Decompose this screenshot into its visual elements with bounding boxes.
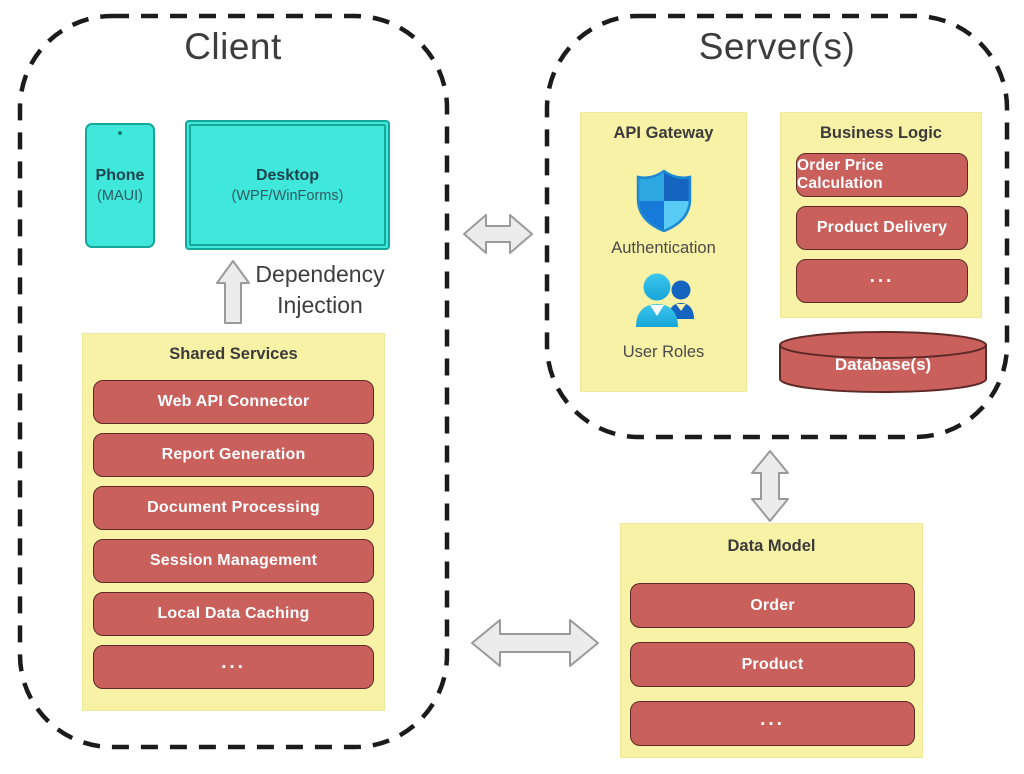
shared-service-item: Report Generation: [93, 433, 374, 477]
up-arrow-icon: [216, 260, 250, 324]
business-logic-item: Product Delivery: [796, 206, 968, 250]
desktop-screen: Desktop (WPF/WinForms): [189, 124, 386, 246]
phone-sublabel: (MAUI): [97, 188, 143, 204]
server-datamodel-double-arrow-icon: [751, 450, 789, 522]
data-model-title: Data Model: [727, 537, 816, 555]
users-icon: [636, 273, 694, 327]
client-datamodel-double-arrow-icon: [471, 619, 599, 667]
data-model-item-more: ...: [630, 701, 915, 746]
business-logic-panel: Business Logic Order Price Calculation P…: [780, 112, 982, 318]
client-container-border: [17, 13, 450, 750]
database-cylinder-icon: [779, 331, 987, 393]
dependency-injection-label: Dependency Injection: [250, 259, 390, 321]
shared-service-item: Session Management: [93, 539, 374, 583]
authentication-label: Authentication: [611, 239, 716, 257]
shared-services-title: Shared Services: [169, 345, 298, 363]
api-gateway-panel: API Gateway Authentication: [580, 112, 747, 392]
phone-label: Phone: [95, 167, 145, 184]
data-model-item: Order: [630, 583, 915, 628]
shared-services-panel: Shared Services Web API Connector Report…: [82, 333, 385, 711]
shield-icon: [636, 169, 692, 233]
server-title: Server(s): [698, 26, 856, 67]
desktop-sublabel: (WPF/WinForms): [231, 187, 344, 204]
dependency-injection-line2: Injection: [277, 292, 363, 318]
server-container-border: [544, 13, 1010, 440]
shared-service-item-more: ...: [93, 645, 374, 689]
business-logic-title: Business Logic: [820, 124, 942, 142]
desktop-box: Desktop (WPF/WinForms): [185, 120, 390, 250]
phone-box: Phone (MAUI): [85, 123, 155, 248]
business-logic-item-more: ...: [796, 259, 968, 303]
business-logic-item: Order Price Calculation: [796, 153, 968, 197]
data-model-panel: Data Model Order Product ...: [620, 523, 923, 758]
shared-service-item: Web API Connector: [93, 380, 374, 424]
user-roles-label: User Roles: [622, 343, 705, 361]
api-gateway-title: API Gateway: [613, 124, 714, 142]
phone-camera-dot-icon: [118, 131, 122, 135]
data-model-item: Product: [630, 642, 915, 687]
client-server-double-arrow-icon: [463, 214, 533, 254]
dependency-injection-line1: Dependency: [255, 261, 385, 287]
desktop-label: Desktop: [255, 166, 320, 184]
shared-service-item: Local Data Caching: [93, 592, 374, 636]
database-label: Database(s): [834, 355, 932, 374]
shared-service-item: Document Processing: [93, 486, 374, 530]
client-title: Client: [184, 26, 282, 67]
